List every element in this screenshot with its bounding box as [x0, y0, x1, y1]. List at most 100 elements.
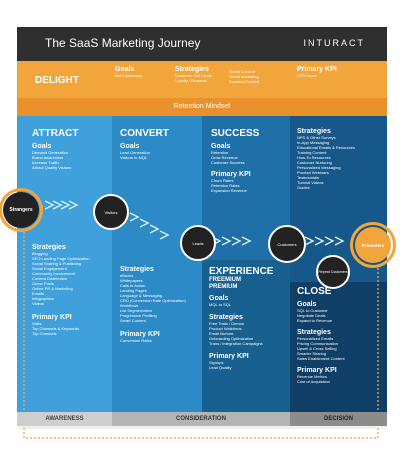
convert-goal: Visitors to MQL — [120, 155, 148, 160]
success-goal: Retention — [211, 150, 229, 155]
chevron-right-icon — [159, 230, 170, 240]
attract-column — [17, 116, 112, 412]
success-strategy: Testimonials — [297, 175, 320, 180]
strangers-ring — [0, 188, 43, 232]
success-strategy: In-App Messaging — [297, 140, 330, 145]
chevron-right-icon — [334, 236, 345, 246]
convert-column — [112, 116, 202, 412]
experience-panel — [202, 260, 290, 412]
close-panel — [290, 282, 387, 412]
delight-kpi: Primary KPI NPS Score — [297, 66, 337, 78]
chevron-right-icon — [231, 236, 242, 246]
convert-strategies-heading: Strategies — [120, 266, 154, 273]
experience-section: EXPERIENCE FREEMIUM PREMIUM Goals MQL to… — [209, 266, 289, 370]
close-goal: Negotiate Deals — [297, 313, 326, 318]
promoters-ring — [350, 222, 396, 268]
success-strategy: NPS & Other Surveys — [297, 135, 336, 140]
success-top: SUCCESS Goals Retention Grow Revenue Cus… — [211, 128, 287, 193]
success-title: SUCCESS — [211, 128, 260, 139]
attract-strategy: Blogging — [32, 251, 48, 256]
attract-goal: Attract Quality Visitors — [32, 165, 72, 170]
convert-strategy: Calls to Action — [120, 283, 146, 288]
chevron-right-icon — [60, 200, 71, 210]
attract-kpi: Top Channels — [32, 331, 57, 336]
retention-band: Retention Mindset — [17, 98, 387, 116]
convert-strategy: Workflows — [120, 303, 139, 308]
convert-strategy: Landing Pages — [120, 288, 147, 293]
success-strategy: Training Content — [297, 150, 327, 155]
experience-strategy: Onboarding Optimization — [209, 336, 254, 341]
experience-strategy: Product Walkthrus — [209, 326, 242, 331]
close-goal: Expand to Revenue — [297, 318, 333, 323]
experience-kpi: Signups — [209, 360, 224, 365]
convert-strategy: CRO (Conversion Rate Optimization) — [120, 298, 186, 303]
attract-goal: Increase Traffic — [32, 160, 60, 165]
success-strategy: Product Webinars — [297, 170, 329, 175]
delight-label: DELIGHT — [35, 75, 79, 86]
customers-node: Customers — [268, 225, 306, 263]
experience-strategy: Free Trials / Demos — [209, 321, 244, 326]
experience-kpi: Lead Quality — [209, 365, 232, 370]
convert-strategy: eBooks — [120, 273, 134, 278]
experience-subtitle: FREEMIUM PREMIUM — [209, 277, 241, 290]
delight-strategies-line: Customer Gift Cards — [175, 73, 212, 78]
convert-strategy: Progressive Profiling — [120, 313, 157, 318]
delight-strategies: Strategies Customer Gift Cards Loyalty /… — [175, 66, 211, 83]
visitors-node: Visitors — [93, 194, 129, 230]
experience-title: EXPERIENCE — [209, 266, 274, 277]
attract-strategy: Infographics — [32, 296, 54, 301]
attract-goal: Brand Awareness — [32, 155, 64, 160]
attract-strategy: Social Sharing & Publishing — [32, 261, 82, 266]
attract-strategy: Social Engagement — [32, 266, 67, 271]
convert-strategy: Whitepapers — [120, 278, 143, 283]
success-kpi-heading: Primary KPI — [211, 171, 251, 178]
close-strategy: Sales Enablement Content — [297, 356, 345, 361]
experience-kpi-heading: Primary KPI — [209, 353, 249, 360]
attract-strategy: Content Distribution — [32, 276, 68, 281]
chevron-right-icon — [304, 236, 315, 246]
attract-bottom: Strategies Blogging SEO Landing Page Opt… — [32, 240, 110, 336]
convert-goals-heading: Goals — [120, 143, 140, 150]
success-goals-heading: Goals — [211, 143, 231, 150]
attract-strategy: Guest Posts — [32, 281, 54, 286]
chevron-right-icon — [68, 200, 79, 210]
success-kpi: Churn Rates — [211, 178, 234, 183]
close-goals-heading: Goals — [297, 301, 317, 308]
delight-goals: Goals Build Advocacy — [115, 66, 142, 78]
convert-title: CONVERT — [120, 128, 169, 139]
delight-kpi-heading: Primary KPI — [297, 66, 337, 73]
success-strategy: How-To Resources — [297, 155, 331, 160]
delight-strategies-heading: Strategies — [175, 66, 209, 73]
success-strategy: Customer Nurturing — [297, 160, 332, 165]
close-strategy: Upsell & Cross Selling — [297, 346, 337, 351]
chevron-right-icon — [221, 236, 232, 246]
close-strategies-heading: Strategies — [297, 329, 331, 336]
experience-goals-heading: Goals — [209, 295, 229, 302]
success-strategies-heading: Strategies — [297, 128, 331, 135]
experience-strategies-heading: Strategies — [209, 314, 243, 321]
delight-strategies-line: Loyalty / Rewards — [175, 78, 207, 83]
close-kpi: Revenue Metrics — [297, 374, 328, 379]
delight-content: Social Content Social Marketing Success … — [229, 69, 259, 84]
success-kpi: Expansion Revenue — [211, 188, 247, 193]
delight-band: DELIGHT Goals Build Advocacy Strategies … — [17, 61, 387, 98]
close-kpi: Cost of Acquisition — [297, 379, 330, 384]
attract-kpi: Visits — [32, 321, 42, 326]
attract-strategy: Videos — [32, 301, 45, 306]
delight-goals-line: Build Advocacy — [115, 73, 143, 78]
close-strategy: Smarter Sharing — [297, 351, 327, 356]
convert-bottom: Strategies eBooks Whitepapers Calls to A… — [120, 262, 200, 343]
success-kpi: Retention Rates — [211, 183, 240, 188]
close-strategy: Personalized Emails — [297, 336, 334, 341]
delight-kpi-line: NPS Score — [297, 73, 317, 78]
close-kpi-heading: Primary KPI — [297, 367, 337, 374]
stage-consideration: CONSIDERATION — [112, 412, 290, 426]
convert-top: CONVERT Goals Lead Generation Visitors t… — [120, 128, 198, 160]
success-goal: Customer Success — [211, 160, 245, 165]
success-goal: Grow Revenue — [211, 155, 238, 160]
convert-strategy: Smart Content — [120, 318, 146, 323]
convert-kpi: Conversion Rates — [120, 338, 152, 343]
attract-goal: Demand Generation — [32, 150, 69, 155]
chevron-right-icon — [44, 200, 55, 210]
